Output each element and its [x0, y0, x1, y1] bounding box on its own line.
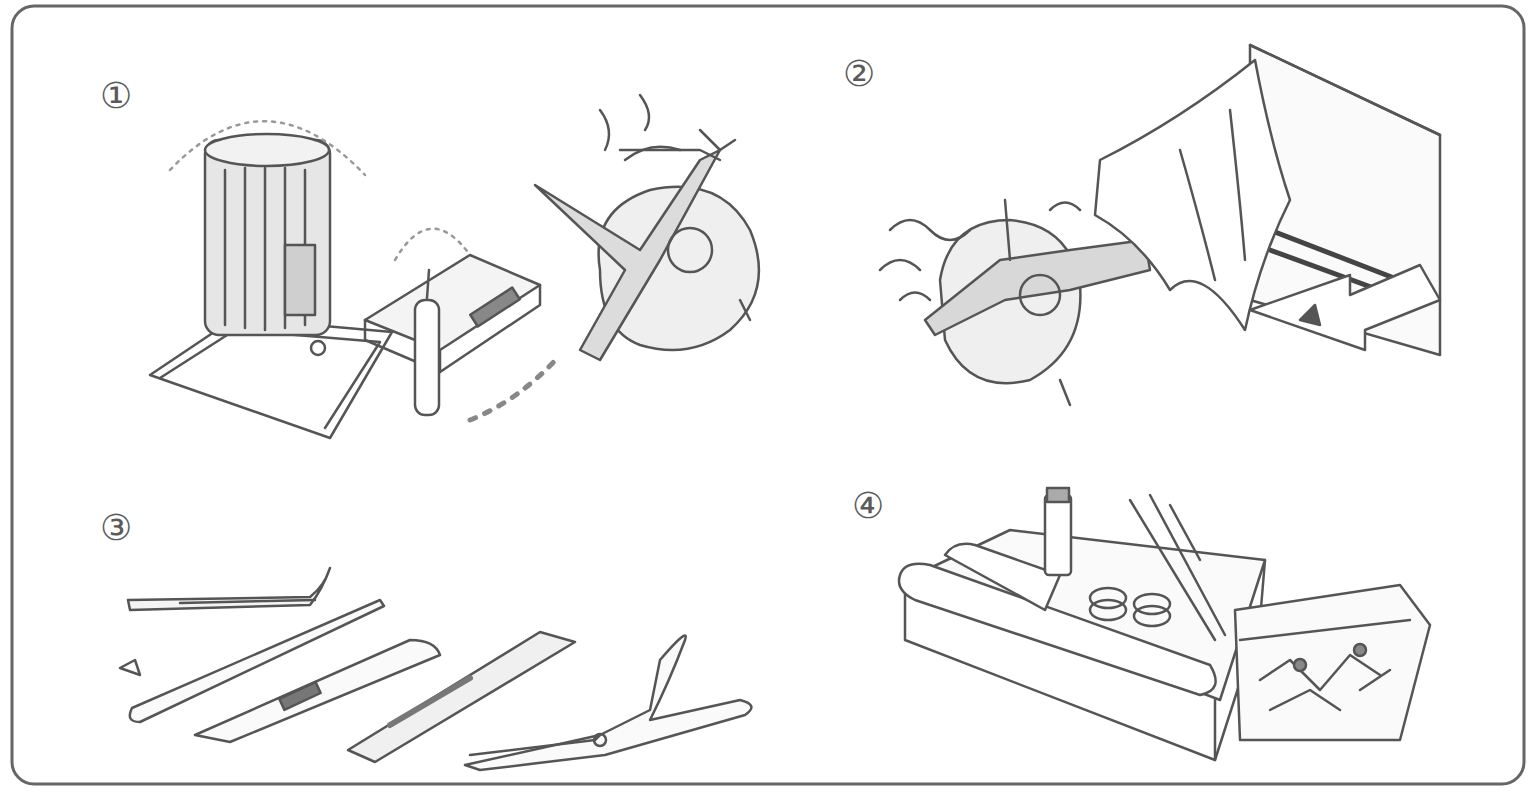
frame — [12, 6, 1524, 784]
heater-sketch — [150, 121, 392, 438]
callout-number: ③ — [100, 510, 132, 546]
window-sketch — [1095, 45, 1440, 355]
matchbox-sketch — [365, 229, 560, 420]
model-sketch — [880, 200, 1150, 405]
model-sketch — [535, 95, 759, 360]
callout-number: ① — [100, 78, 132, 114]
callout-number: ④ — [852, 488, 884, 524]
supplies-sketch — [899, 488, 1430, 760]
tools-sketch — [120, 568, 751, 770]
callout-number: ② — [843, 56, 875, 92]
